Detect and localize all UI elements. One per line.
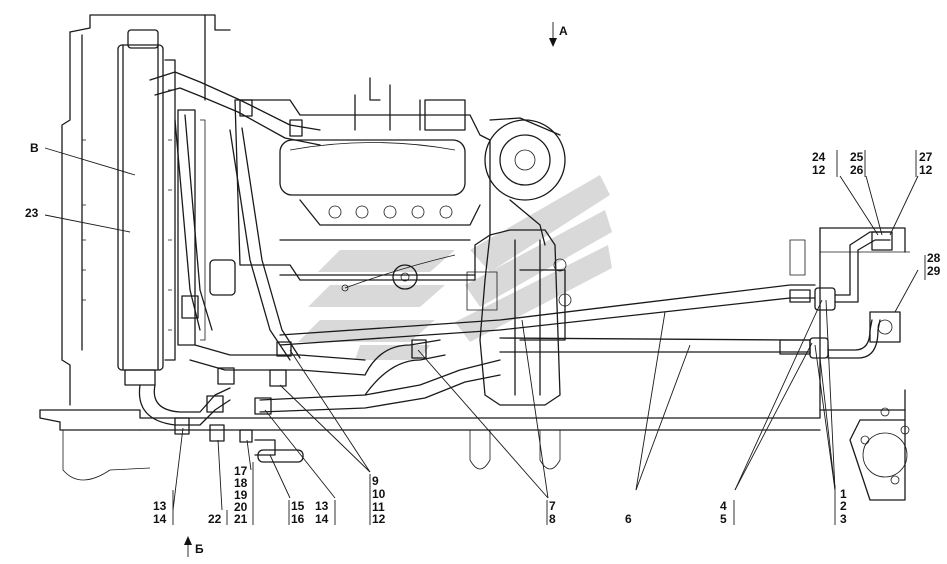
view-marker-a: А <box>559 24 568 38</box>
callout-1: 1 <box>840 487 847 501</box>
callout-labels: В 23 24 12 25 26 27 12 28 29 13 14 22 17… <box>25 141 941 526</box>
callout-14b: 14 <box>315 512 329 526</box>
callout-B: В <box>30 141 39 155</box>
callout-7: 7 <box>549 499 556 513</box>
callout-21: 21 <box>234 512 248 526</box>
chassis-frame <box>39 227 910 501</box>
leader-lines <box>44 147 919 511</box>
callout-11: 11 <box>372 500 385 514</box>
callout-28: 28 <box>927 251 941 265</box>
callout-2: 2 <box>840 499 847 513</box>
lower-hoses <box>138 339 501 463</box>
cab-panel <box>61 14 231 406</box>
callout-16: 16 <box>291 512 305 526</box>
callout-18: 18 <box>234 476 248 490</box>
watermark-logo <box>298 175 612 360</box>
callout-23: 23 <box>25 206 39 220</box>
flywheel-housing <box>466 229 572 406</box>
callout-10: 10 <box>372 487 386 501</box>
callout-22: 22 <box>208 512 222 526</box>
view-marker-b: Б <box>195 542 204 556</box>
callout-17: 17 <box>234 464 248 478</box>
callout-29: 29 <box>927 264 941 278</box>
view-arrow-a: А <box>549 22 568 47</box>
callout-26: 26 <box>850 163 864 177</box>
turbocharger <box>484 117 566 246</box>
view-arrow-b: Б <box>184 536 204 557</box>
callout-19: 19 <box>234 488 248 502</box>
radiator <box>117 29 206 386</box>
long-pipes <box>279 231 901 359</box>
callout-13b: 13 <box>315 499 329 513</box>
callout-24b: 12 <box>812 163 826 177</box>
callout-4: 4 <box>720 499 727 513</box>
label-tick-bars <box>172 150 926 525</box>
callout-12: 12 <box>372 512 386 526</box>
clamps <box>174 99 427 443</box>
callout-3: 3 <box>840 512 847 526</box>
callout-5: 5 <box>720 512 727 526</box>
callout-14a: 14 <box>153 512 167 526</box>
callout-13a: 13 <box>153 499 167 513</box>
callout-6: 6 <box>625 512 632 526</box>
callout-20: 20 <box>234 500 248 514</box>
callout-27: 27 <box>919 150 933 164</box>
callout-24: 24 <box>812 150 826 164</box>
callout-15: 15 <box>291 499 305 513</box>
callout-8: 8 <box>549 512 556 526</box>
callout-27b: 12 <box>919 163 933 177</box>
callout-25: 25 <box>850 150 864 164</box>
callout-9: 9 <box>372 474 379 488</box>
